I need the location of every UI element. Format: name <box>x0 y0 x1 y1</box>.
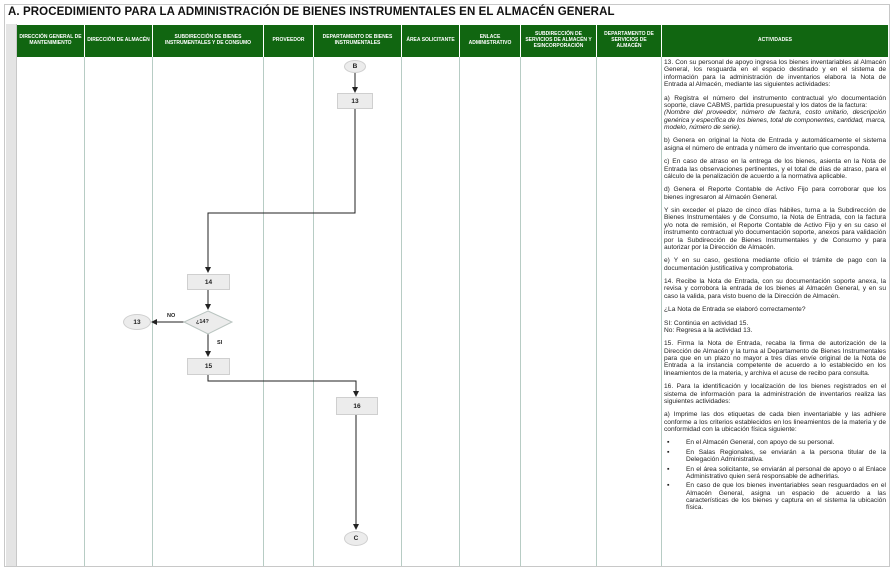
step-16[interactable]: 16 <box>336 397 378 415</box>
lane <box>264 57 314 566</box>
si-label: SI <box>217 340 223 346</box>
lane <box>17 57 85 566</box>
decision-label: ¿14? <box>196 319 209 325</box>
no-label: NO <box>167 313 176 319</box>
outcome-no: No: Regresa a la actividad 13. <box>664 326 753 334</box>
location-list: En el Almacén General, con apoyo de su p… <box>664 439 886 511</box>
list-item: En caso de que los bienes inventariables… <box>664 482 886 512</box>
header-subdireccion-servicios: SUBDIRECCIÓN DE SERVICIOS DE ALMACÉN Y E… <box>521 25 597 57</box>
step-13[interactable]: 13 <box>337 93 373 109</box>
activity-16a: a) Imprime las dos etiquetas de cada bie… <box>664 411 886 433</box>
page-frame <box>4 4 890 567</box>
side-strip <box>6 24 17 566</box>
step-14[interactable]: 14 <box>187 274 230 290</box>
lane <box>85 57 153 566</box>
connector-c[interactable]: C <box>344 531 368 546</box>
lane <box>460 57 521 566</box>
return-13-connector[interactable]: 13 <box>123 314 151 330</box>
header-area-solicitante: ÁREA SOLICITANTE <box>402 25 460 57</box>
header-direccion-almacen: DIRECCIÓN DE ALMACÉN <box>85 25 153 57</box>
step-15[interactable]: 15 <box>187 358 230 375</box>
lane <box>597 57 662 566</box>
activity-13a: a) Registra el número del instrumento co… <box>664 95 886 132</box>
activity-13d: d) Genera el Reporte Contable de Activo … <box>664 186 886 201</box>
outcome-si: SI: Continúa en actividad 15. <box>664 319 749 327</box>
decision-outcomes: SI: Continúa en actividad 15.No: Regresa… <box>664 320 886 335</box>
activity-13e: e) Y en su caso, gestiona mediante ofici… <box>664 257 886 272</box>
activity-14: 14. Recibe la Nota de Entrada, con su do… <box>664 278 886 300</box>
activity-13a-text: a) Registra el número del instrumento co… <box>664 94 886 109</box>
decision-diamond <box>182 310 234 335</box>
activity-16: 16. Para la identificación y localizació… <box>664 383 886 405</box>
activity-13a-detail: (Nombre del proveedor, número de factura… <box>664 109 886 131</box>
header-actividades: ACTIVIDADES <box>662 25 888 57</box>
activity-13c: c) En caso de atraso en la entrega de lo… <box>664 158 886 180</box>
header-enlace: ENLACE ADMINISTRATIVO <box>460 25 521 57</box>
header-direccion-general: DIRECCIÓN GENERAL DE MANTENIMIENTO <box>17 25 85 57</box>
list-item: En Salas Regionales, se enviarán a la pe… <box>664 449 886 464</box>
header-subdireccion-bienes: SUBDIRECCIÓN DE BIENES INSTRUMENTALES Y … <box>153 25 264 57</box>
lane <box>153 57 264 566</box>
activity-13b: b) Genera en original la Nota de Entrada… <box>664 137 886 152</box>
page-title: A. PROCEDIMIENTO PARA LA ADMINISTRACIÓN … <box>8 6 615 18</box>
connector-b[interactable]: B <box>344 60 366 73</box>
lane <box>521 57 597 566</box>
header-depto-servicios: DEPARTAMENTO DE SERVICIOS DE ALMACÉN <box>597 25 662 57</box>
activity-13: 13. Con su personal de apoyo ingresa los… <box>664 59 886 89</box>
lane <box>402 57 460 566</box>
header-proveedor: PROVEEDOR <box>264 25 314 57</box>
activities-text: 13. Con su personal de apoyo ingresa los… <box>664 59 886 514</box>
header-depto-bienes: DEPARTAMENTO DE BIENES INSTRUMENTALES <box>314 25 402 57</box>
activity-13-turn: Y sin exceder el plazo de cinco días háb… <box>664 207 886 251</box>
list-item: En el Almacén General, con apoyo de su p… <box>664 439 886 447</box>
activity-15: 15. Firma la Nota de Entrada, recaba la … <box>664 340 886 377</box>
list-item: En el área solicitante, se enviarán al p… <box>664 466 886 481</box>
lane <box>314 57 402 566</box>
decision-question: ¿La Nota de Entrada se elaboró correctam… <box>664 306 806 314</box>
